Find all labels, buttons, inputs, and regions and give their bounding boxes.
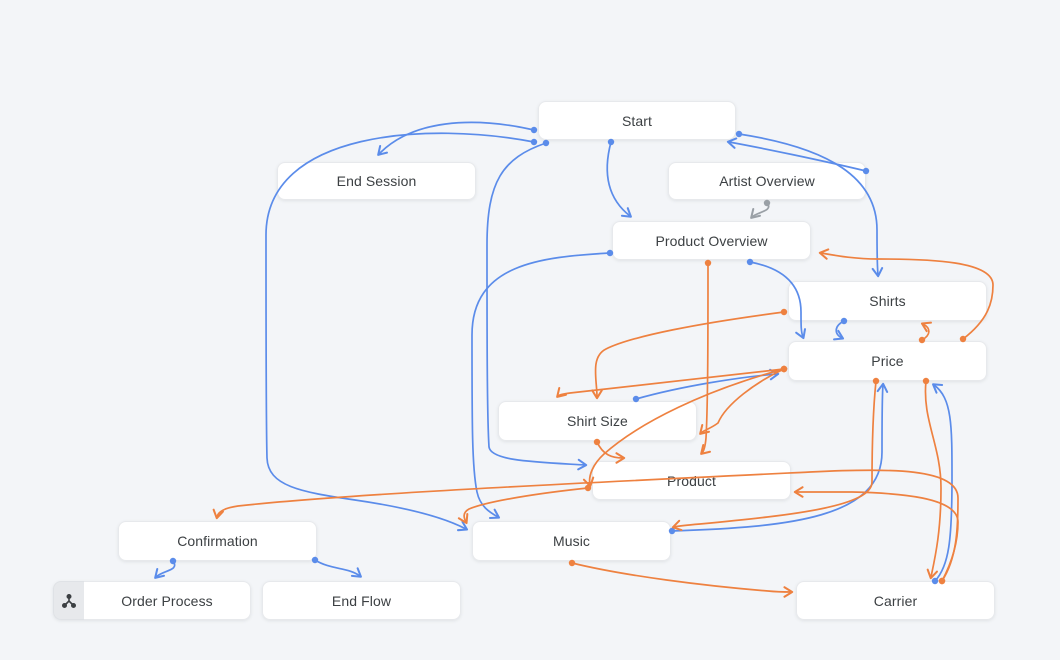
edge-source-port bbox=[780, 308, 788, 316]
edge-price-to-shirt-size bbox=[699, 368, 785, 435]
node-carrier[interactable]: Carrier bbox=[796, 581, 995, 620]
node-artist-overview[interactable]: Artist Overview bbox=[668, 162, 866, 200]
edge-start-to-product-overview bbox=[606, 141, 632, 218]
edge-product-overview-to-music bbox=[471, 252, 611, 519]
node-label: Product bbox=[667, 472, 716, 489]
node-label: Price bbox=[871, 353, 904, 369]
node-music[interactable]: Music bbox=[472, 521, 671, 561]
edge-source-port bbox=[780, 365, 788, 373]
node-end-flow[interactable]: End Flow bbox=[262, 581, 461, 620]
edge-shirts-to-price bbox=[833, 320, 845, 341]
flow-icon bbox=[53, 581, 84, 620]
edge-source-port bbox=[780, 365, 788, 373]
node-order-process[interactable]: Order Process bbox=[53, 581, 251, 620]
node-product[interactable]: Product bbox=[592, 461, 791, 500]
node-shirt-size[interactable]: Shirt Size bbox=[498, 401, 697, 441]
edge-product-overview-to-product bbox=[700, 262, 712, 455]
edge-carrier-to-price bbox=[932, 383, 953, 582]
edge-source-port bbox=[735, 130, 743, 138]
edge-shirt-size-to-price bbox=[635, 368, 780, 400]
edge-price-to-shirt-size bbox=[556, 368, 785, 398]
node-label: Carrier bbox=[873, 592, 918, 609]
edge-start-to-end-session bbox=[377, 121, 535, 156]
node-label: Start bbox=[621, 112, 653, 129]
edge-confirmation-to-end-flow bbox=[314, 559, 362, 578]
edge-music-to-carrier bbox=[571, 562, 794, 598]
node-label: Music bbox=[552, 533, 591, 549]
edge-source-port bbox=[530, 138, 538, 146]
edge-source-port bbox=[704, 259, 712, 267]
node-label: End Flow bbox=[331, 592, 392, 609]
node-label: Artist Overview bbox=[719, 173, 815, 189]
edge-source-port bbox=[542, 139, 550, 147]
node-start[interactable]: Start bbox=[538, 101, 736, 140]
node-end-session[interactable]: End Session bbox=[277, 162, 476, 200]
edge-source-port bbox=[584, 484, 592, 492]
node-label: Order Process bbox=[121, 592, 213, 609]
edge-shirts-to-shirt-size bbox=[591, 311, 785, 400]
edge-source-port bbox=[780, 365, 788, 373]
edge-music-to-price bbox=[671, 382, 889, 532]
node-price[interactable]: Price bbox=[788, 341, 987, 381]
node-confirmation[interactable]: Confirmation bbox=[118, 521, 317, 561]
node-label: Shirt Size bbox=[567, 413, 628, 429]
node-label: Confirmation bbox=[177, 533, 258, 549]
edge-price-to-music bbox=[671, 380, 877, 532]
node-shirts[interactable]: Shirts bbox=[788, 281, 987, 321]
edge-confirmation-to-order-process bbox=[154, 560, 176, 579]
edge-price-to-shirts bbox=[920, 321, 932, 341]
node-product-overview[interactable]: Product Overview bbox=[612, 221, 811, 260]
node-label: Shirts bbox=[869, 293, 906, 309]
edge-price-to-carrier bbox=[924, 380, 942, 580]
edge-source-port bbox=[763, 199, 771, 207]
edge-carrier-to-product bbox=[793, 486, 959, 582]
edge-artist-overview-to-product-overview bbox=[750, 202, 770, 219]
edge-product-to-music bbox=[457, 487, 589, 525]
edge-shirt-size-to-product bbox=[596, 441, 626, 464]
edge-source-port bbox=[530, 126, 538, 134]
node-label: Product Overview bbox=[655, 232, 768, 249]
node-label: End Session bbox=[336, 173, 417, 189]
